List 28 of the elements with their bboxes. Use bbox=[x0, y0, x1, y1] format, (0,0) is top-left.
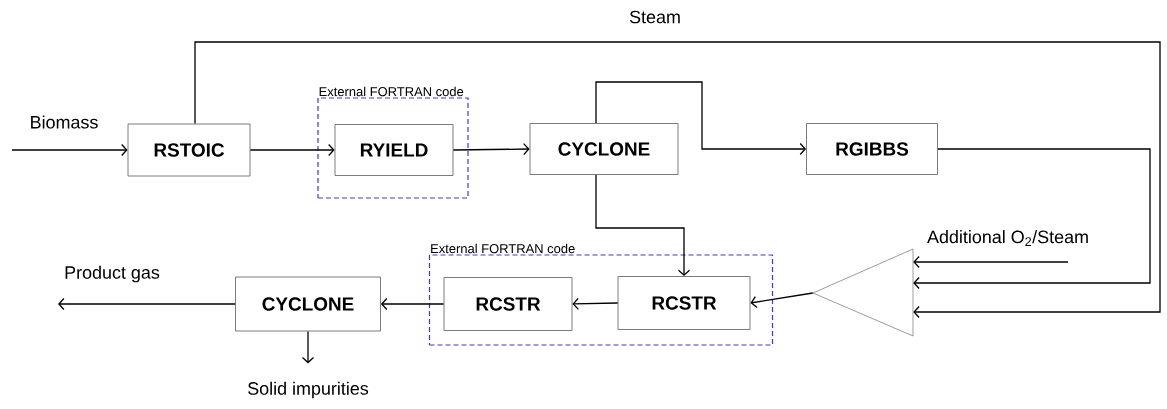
edge-label: Product gas bbox=[63, 264, 161, 284]
process-box: RGIBBS bbox=[806, 123, 938, 175]
process-box: RCSTR bbox=[443, 277, 573, 331]
edge-label: Biomass bbox=[28, 114, 100, 130]
arrow bbox=[572, 297, 619, 311]
arrow bbox=[249, 143, 335, 157]
process-box: RYIELD bbox=[334, 124, 454, 176]
node-label: External FORTRAN code bbox=[319, 86, 464, 97]
arrow bbox=[595, 81, 807, 156]
node-label: External FORTRAN code bbox=[431, 243, 575, 254]
process-box: RCSTR bbox=[617, 276, 751, 330]
arrow bbox=[452, 142, 530, 156]
arrow bbox=[194, 41, 1161, 319]
edge-label: Additional O$_{2}$/Steam bbox=[926, 229, 1090, 247]
edge-label: Steam bbox=[628, 9, 682, 25]
arrow bbox=[380, 297, 445, 311]
arrow bbox=[595, 174, 691, 277]
arrow bbox=[750, 292, 814, 309]
process-box: CYCLONE bbox=[529, 123, 679, 175]
edge-label: Solid impurities bbox=[246, 380, 370, 400]
process-box: RSTOIC bbox=[127, 123, 251, 177]
arrow bbox=[913, 148, 1151, 290]
arrow bbox=[301, 330, 315, 364]
arrow bbox=[11, 143, 128, 157]
mixer-triangle bbox=[812, 248, 914, 337]
process-box: CYCLONE bbox=[235, 276, 381, 332]
arrow bbox=[913, 255, 1069, 269]
arrow bbox=[58, 297, 236, 311]
